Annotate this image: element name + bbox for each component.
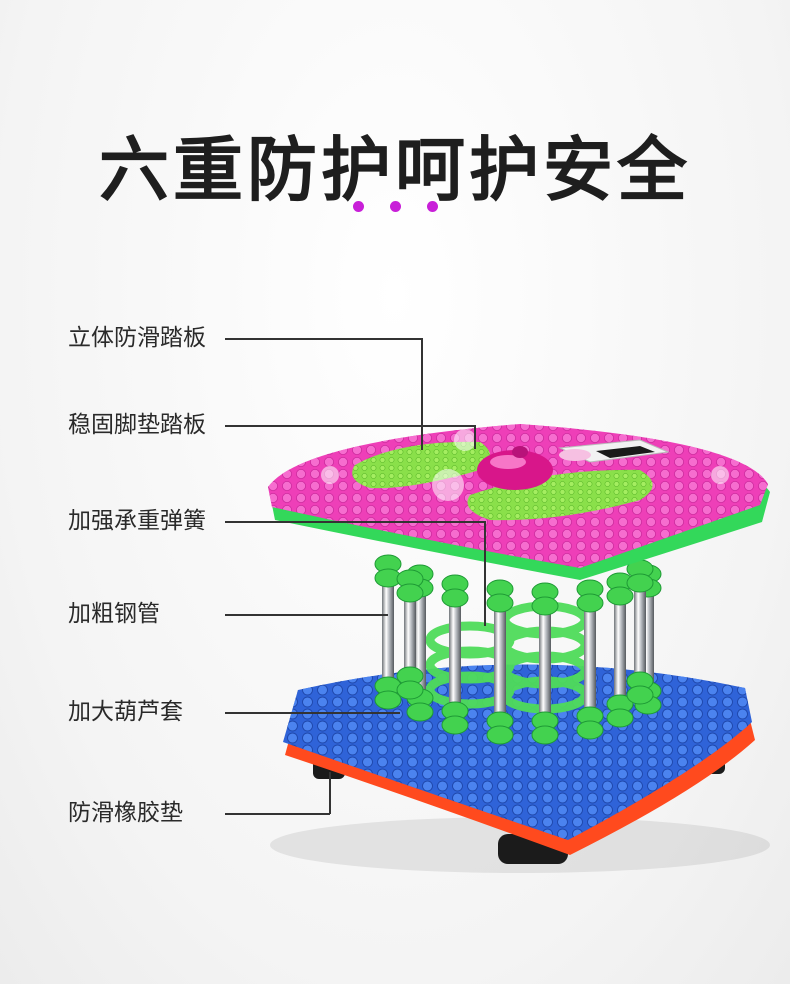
feature-label-anti-slip-pedal: 立体防滑踏板	[68, 325, 206, 351]
lcd-display	[558, 439, 670, 463]
steel-tube	[614, 578, 626, 718]
gourd-sleeve	[576, 593, 604, 613]
foot-pads	[352, 441, 653, 521]
leader-line-3-v	[484, 521, 486, 626]
leader-line-1-v	[421, 338, 423, 450]
dot-3	[426, 201, 438, 212]
steel-tube	[404, 575, 416, 690]
gourd-sleeve	[606, 586, 634, 606]
leader-line-2-h	[225, 425, 475, 427]
feature-label-gourd-sleeve: 加大葫芦套	[68, 699, 183, 725]
gourd-sleeve	[406, 702, 434, 722]
steel-tube	[584, 585, 596, 730]
dot-1	[352, 201, 364, 212]
gourd-sleeve	[576, 720, 604, 740]
leader-line-2-v	[474, 425, 476, 449]
leader-line-4	[225, 614, 388, 616]
steel-tube	[382, 560, 394, 700]
page-title: 六重防护呵护安全	[99, 128, 691, 211]
steel-tube	[539, 588, 551, 735]
dot-2	[389, 201, 401, 212]
steel-tube	[494, 585, 506, 735]
gourd-sleeve	[626, 573, 654, 593]
leader-line-5	[225, 712, 400, 714]
gourd-sleeve	[486, 725, 514, 745]
feature-label-rubber-pad: 防滑橡胶垫	[68, 800, 183, 826]
leader-line-3-h	[225, 521, 485, 523]
steel-tube	[634, 565, 646, 695]
steel-tube	[449, 580, 461, 725]
leader-line-1-h	[225, 338, 422, 340]
gourd-sleeve	[531, 725, 559, 745]
leader-line-6-v	[329, 772, 331, 814]
feature-label-spring: 加强承重弹簧	[68, 508, 206, 534]
gourd-sleeve	[486, 593, 514, 613]
gourd-sleeve	[441, 588, 469, 608]
massage-balls	[321, 429, 729, 501]
steel-tubes	[374, 554, 662, 745]
gourd-sleeve	[396, 680, 424, 700]
leader-line-6-h	[225, 813, 330, 815]
gourd-sleeve	[606, 708, 634, 728]
gourd-sleeve	[441, 715, 469, 735]
feature-label-steel-tube: 加粗钢管	[68, 601, 160, 627]
gourd-sleeve	[531, 596, 559, 616]
gourd-sleeve	[626, 685, 654, 705]
gourd-sleeve	[396, 583, 424, 603]
gourd-sleeve	[374, 690, 402, 710]
feature-label-stable-footpad: 稳固脚垫踏板	[68, 412, 206, 438]
decorative-dots	[0, 201, 790, 212]
